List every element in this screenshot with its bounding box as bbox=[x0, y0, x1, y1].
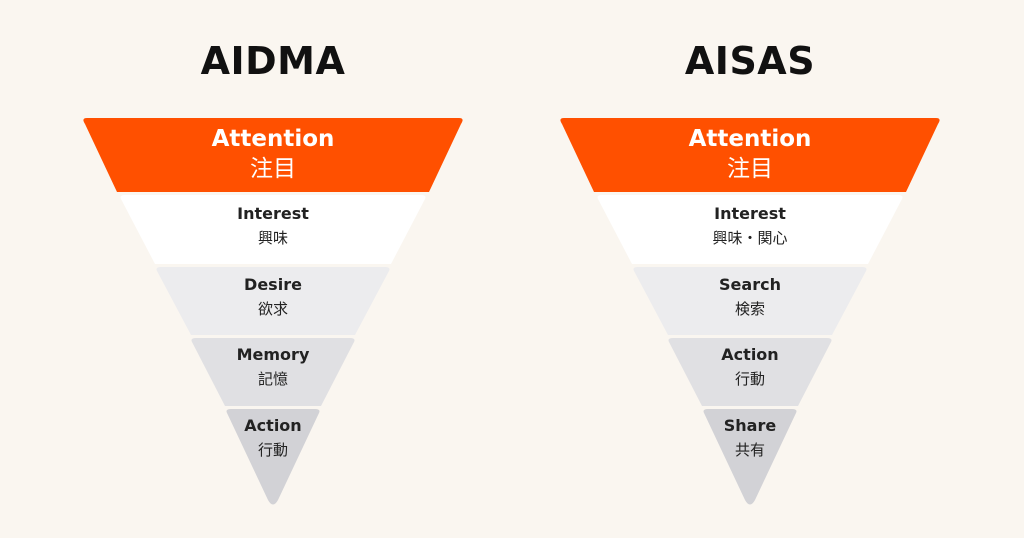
aisas-stage-1-jp: 注目 bbox=[727, 156, 773, 182]
aisas-title: AISAS bbox=[684, 39, 816, 83]
aidma-stage-3: Desire 欲求 bbox=[73, 275, 473, 319]
aisas-stage-2-band bbox=[597, 195, 903, 264]
aidma-stage-4-band bbox=[191, 338, 355, 406]
aisas-stage-1-en: Attention bbox=[688, 126, 812, 152]
aidma-stage-5-en: Action bbox=[244, 416, 302, 435]
aisas-stage-4: Action 行動 bbox=[550, 345, 950, 389]
aisas-funnel: AISAS Attention 注目 Interest 興味・関心 Search… bbox=[550, 0, 950, 538]
aisas-stage-5-en: Share bbox=[723, 416, 777, 435]
aidma-stage-1-en: Attention bbox=[211, 126, 335, 152]
aidma-stage-3-jp: 欲求 bbox=[257, 300, 288, 318]
aisas-funnel-shape bbox=[560, 118, 940, 505]
aidma-stage-3-band bbox=[156, 267, 390, 335]
aisas-stage-5: Share 共有 bbox=[550, 416, 950, 460]
aidma-stage-1: Attention 注目 bbox=[73, 125, 473, 183]
aisas-stage-4-band bbox=[668, 338, 832, 406]
aisas-stage-4-en: Action bbox=[721, 345, 779, 364]
aisas-stage-5-jp: 共有 bbox=[734, 441, 765, 459]
aisas-stage-3-en: Search bbox=[719, 275, 781, 294]
aisas-stage-4-jp: 行動 bbox=[734, 370, 765, 388]
aidma-stage-5-band bbox=[226, 409, 320, 505]
aidma-title: AIDMA bbox=[200, 39, 346, 83]
aidma-stage-4: Memory 記憶 bbox=[73, 345, 473, 389]
aisas-stage-2-en: Interest bbox=[714, 204, 786, 223]
aidma-stage-4-en: Memory bbox=[236, 345, 310, 364]
aisas-stage-2: Interest 興味・関心 bbox=[550, 204, 950, 248]
aidma-stage-2-band bbox=[120, 195, 426, 264]
aisas-stage-1: Attention 注目 bbox=[550, 125, 950, 183]
aidma-stage-5-jp: 行動 bbox=[257, 441, 288, 459]
aisas-stage-5-band bbox=[703, 409, 797, 505]
aidma-stage-1-jp: 注目 bbox=[250, 156, 296, 182]
aidma-stage-2: Interest 興味 bbox=[73, 204, 473, 248]
aidma-stage-4-jp: 記憶 bbox=[257, 370, 288, 388]
aisas-stage-3-band bbox=[633, 267, 867, 335]
aisas-stage-3: Search 検索 bbox=[550, 275, 950, 319]
aidma-stage-2-jp: 興味 bbox=[257, 229, 288, 247]
aidma-stage-1-band bbox=[83, 118, 463, 192]
aisas-stage-1-band bbox=[560, 118, 940, 192]
aidma-stage-2-en: Interest bbox=[237, 204, 309, 223]
aidma-funnel-shape bbox=[83, 118, 463, 505]
aidma-stage-3-en: Desire bbox=[244, 275, 302, 294]
aidma-stage-5: Action 行動 bbox=[73, 416, 473, 460]
aisas-stage-2-jp: 興味・関心 bbox=[712, 229, 788, 247]
aidma-funnel: AIDMA Attention 注目 Interest 興味 Desire 欲求… bbox=[73, 0, 473, 538]
aisas-stage-3-jp: 検索 bbox=[734, 300, 765, 318]
